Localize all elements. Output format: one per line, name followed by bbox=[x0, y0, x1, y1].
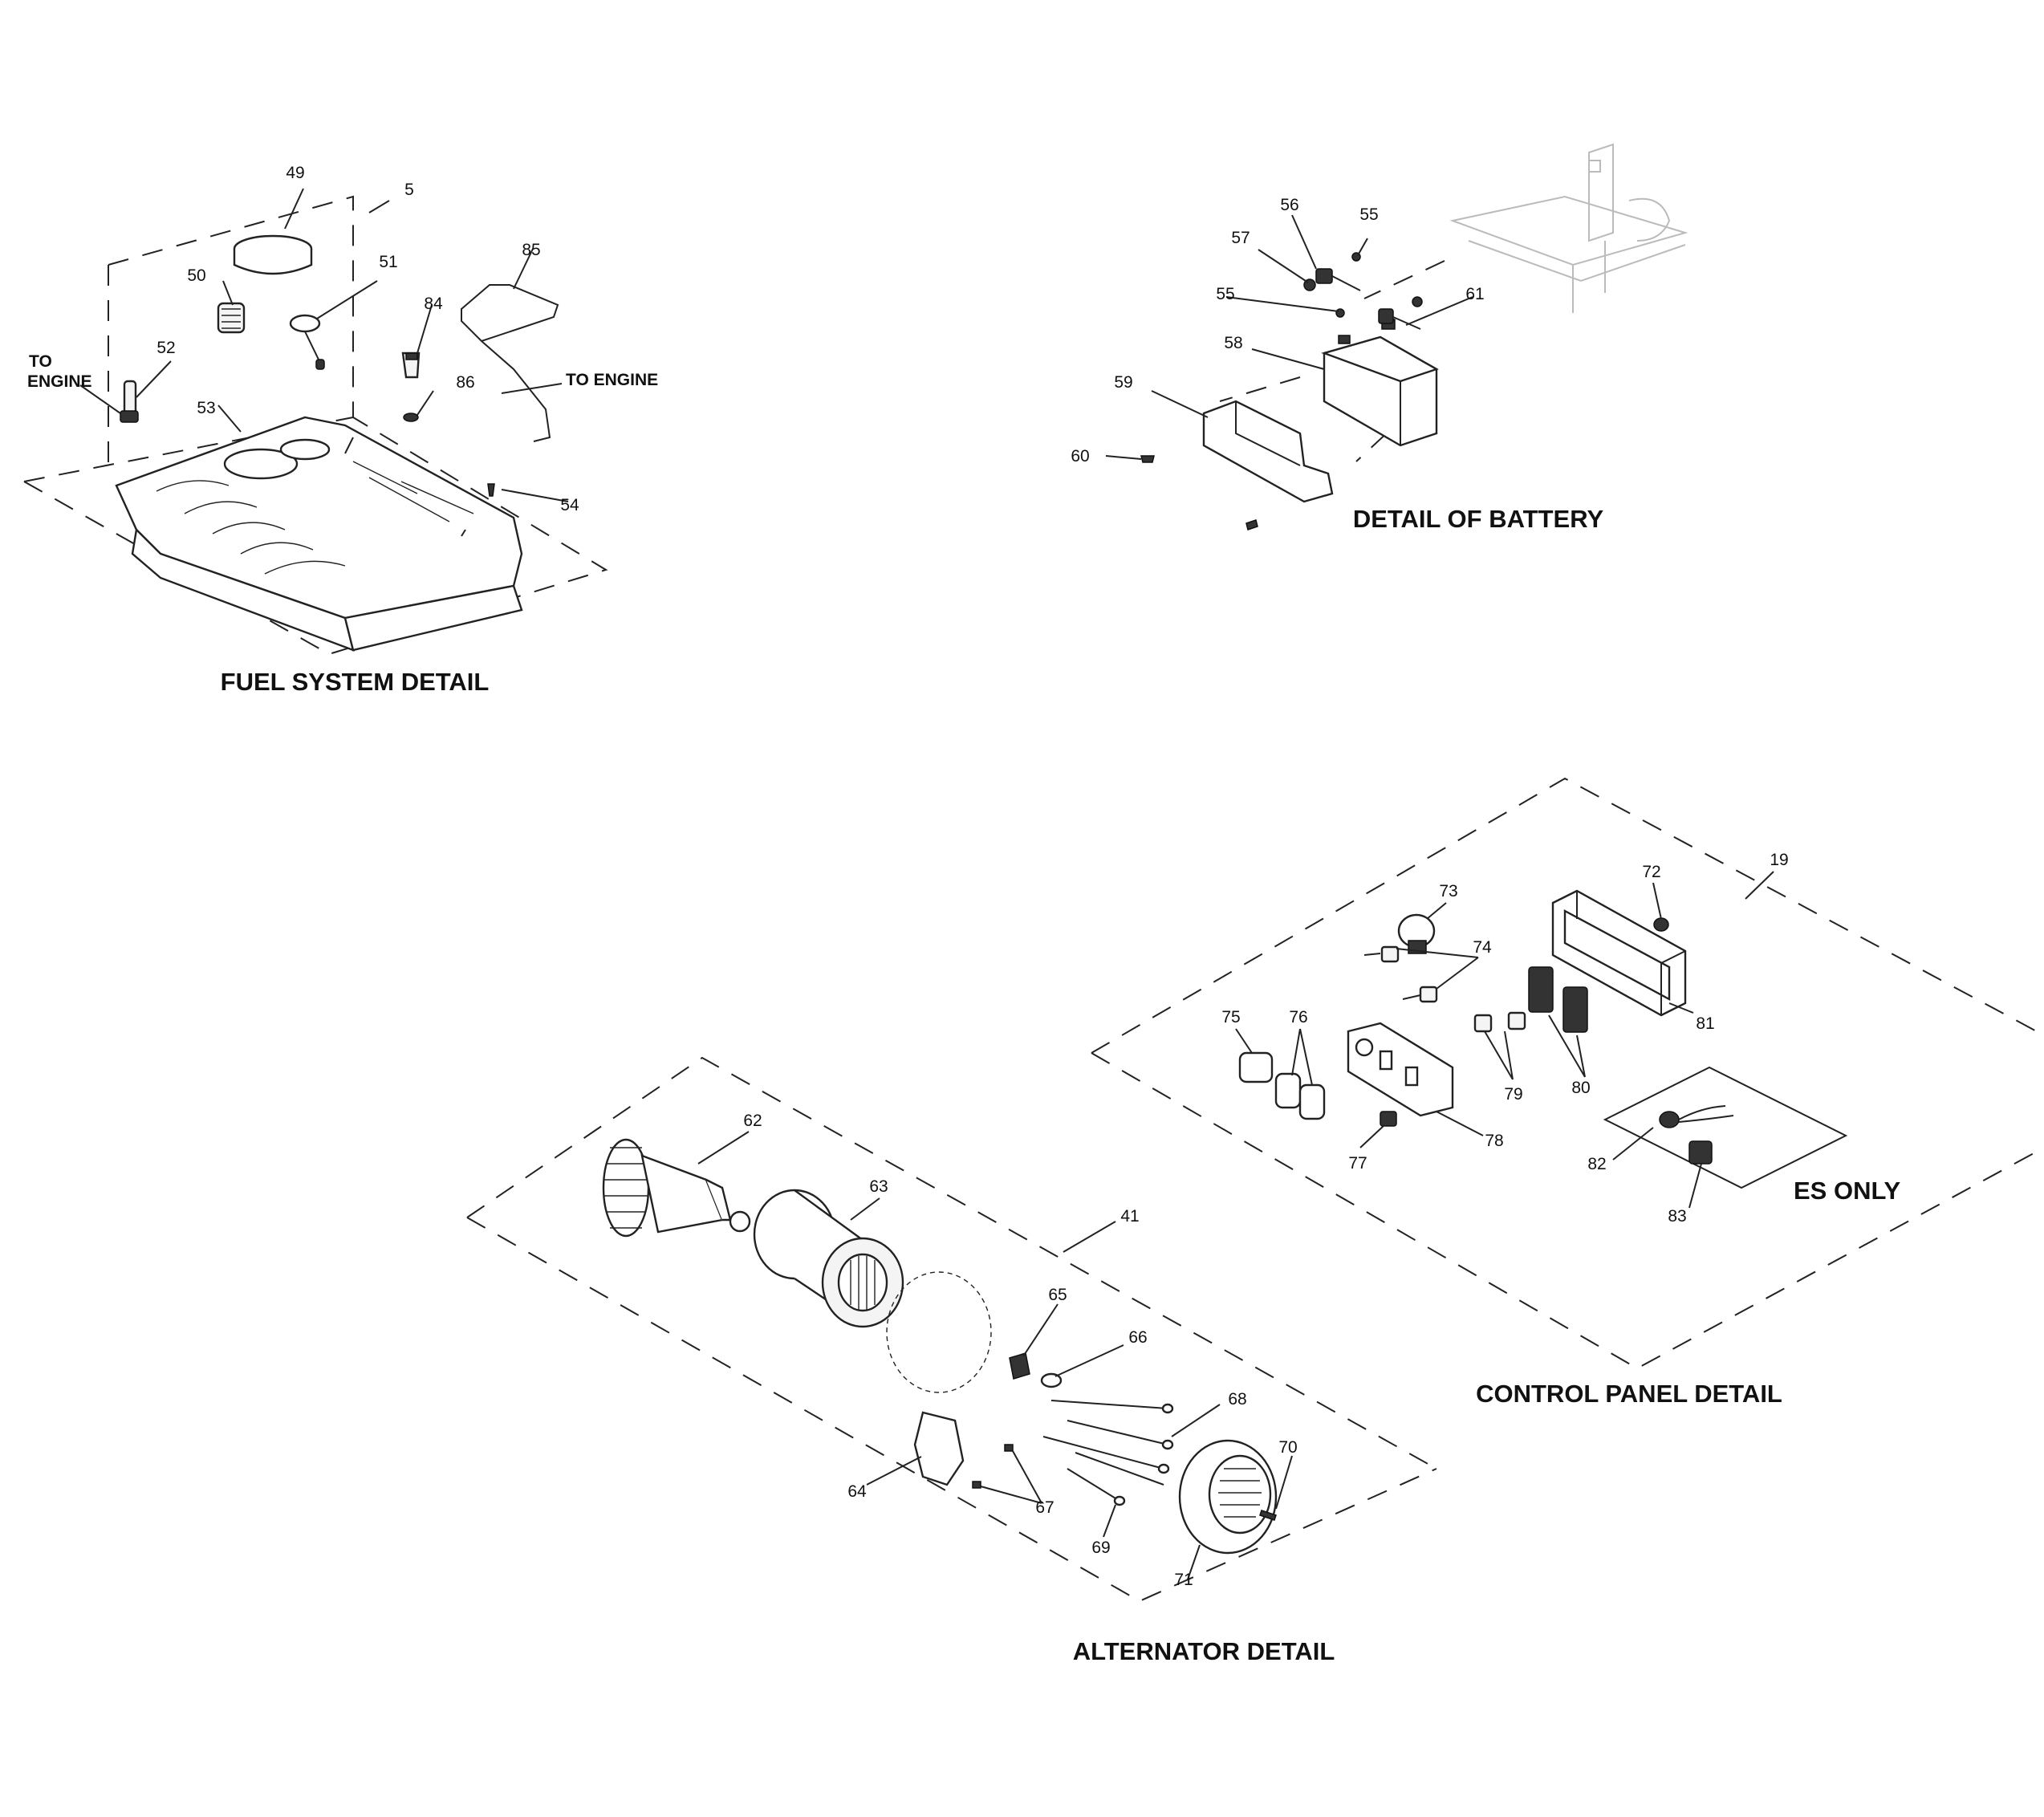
callout-69: 69 bbox=[1091, 1539, 1110, 1557]
callout-55-top: 55 bbox=[1359, 205, 1378, 224]
battery bbox=[1321, 319, 1439, 447]
callout-55-lower: 55 bbox=[1216, 285, 1234, 303]
callout-41: 41 bbox=[1120, 1207, 1139, 1226]
callout-75: 75 bbox=[1221, 1008, 1240, 1026]
callout-63: 63 bbox=[869, 1177, 888, 1196]
end-bell bbox=[886, 1271, 992, 1393]
battery-title: DETAIL OF BATTERY bbox=[1353, 505, 1604, 533]
stator bbox=[753, 1189, 904, 1328]
connector-pair-74 bbox=[1363, 945, 1438, 1003]
callout-82: 82 bbox=[1587, 1155, 1606, 1173]
callout-49: 49 bbox=[286, 164, 304, 182]
control-panel-leader-lines bbox=[1235, 871, 1774, 1209]
callout-19: 19 bbox=[1770, 851, 1788, 869]
es-only-title: ES ONLY bbox=[1794, 1177, 1901, 1205]
alternator-leader-lines bbox=[697, 1131, 1293, 1580]
callout-53: 53 bbox=[197, 399, 215, 417]
frame-context-ghost bbox=[1449, 143, 1688, 313]
tank-screw bbox=[487, 483, 495, 497]
callout-64: 64 bbox=[847, 1482, 867, 1501]
circuit-breaker bbox=[1397, 913, 1436, 954]
callout-70: 70 bbox=[1278, 1438, 1297, 1457]
fuel-strainer bbox=[217, 302, 246, 334]
end-cover-screw bbox=[1259, 1510, 1277, 1521]
fuel-valve bbox=[401, 352, 421, 379]
callout-57: 57 bbox=[1231, 229, 1250, 247]
wire-harness-82 bbox=[1659, 1105, 1734, 1128]
callout-67: 67 bbox=[1035, 1498, 1054, 1517]
note-to-engine-right: TO ENGINE bbox=[566, 371, 658, 389]
alternator-group: 62 63 41 65 66 68 70 64 67 69 71 ALTERNA… bbox=[466, 1056, 1437, 1665]
callout-83: 83 bbox=[1668, 1207, 1686, 1226]
end-cover bbox=[1178, 1439, 1278, 1555]
fuel-tank bbox=[115, 416, 523, 652]
fuel-gauge bbox=[289, 314, 325, 370]
fuel-leader-lines bbox=[79, 188, 569, 537]
control-panel-dashed-outline bbox=[1091, 777, 2044, 1370]
battery-bracket bbox=[1202, 400, 1334, 503]
note-to-engine-left-line2: ENGINE bbox=[27, 372, 92, 391]
brush-holder bbox=[1009, 1352, 1030, 1380]
battery-leader-lines bbox=[1105, 214, 1473, 460]
alternator-title: ALTERNATOR DETAIL bbox=[1073, 1637, 1335, 1665]
callout-54: 54 bbox=[560, 496, 579, 514]
callout-84: 84 bbox=[424, 295, 443, 313]
callout-50: 50 bbox=[187, 266, 205, 285]
callout-79: 79 bbox=[1504, 1085, 1522, 1104]
fuel-system-title: FUEL SYSTEM DETAIL bbox=[221, 668, 490, 696]
control-panel-plate bbox=[1347, 1022, 1454, 1117]
callout-62: 62 bbox=[743, 1112, 762, 1130]
callout-85: 85 bbox=[522, 241, 540, 259]
fuel-line bbox=[461, 284, 559, 442]
callout-73: 73 bbox=[1439, 882, 1457, 900]
callout-59: 59 bbox=[1114, 373, 1132, 392]
callout-74: 74 bbox=[1473, 938, 1492, 957]
fuel-cap bbox=[233, 234, 313, 275]
starter-switch-83 bbox=[1688, 1140, 1713, 1165]
callout-51: 51 bbox=[379, 253, 397, 271]
callout-78: 78 bbox=[1485, 1132, 1503, 1150]
callout-5: 5 bbox=[404, 181, 414, 199]
rotor bbox=[602, 1138, 751, 1238]
hex-nut bbox=[1653, 917, 1669, 932]
callout-58: 58 bbox=[1224, 334, 1242, 352]
callout-60: 60 bbox=[1071, 447, 1089, 465]
receptacles-80 bbox=[1528, 966, 1588, 1033]
bracket-screw-lower bbox=[1245, 519, 1258, 530]
alternator-dashed-outline bbox=[466, 1056, 1437, 1603]
callout-68: 68 bbox=[1228, 1390, 1246, 1408]
panel-frame bbox=[1551, 889, 1687, 1017]
battery-group: 56 55 57 55 61 58 59 60 DETAIL OF BATTER… bbox=[1071, 143, 1688, 533]
callout-77: 77 bbox=[1348, 1154, 1367, 1173]
fuel-petcock bbox=[120, 380, 139, 423]
callout-61: 61 bbox=[1465, 285, 1484, 303]
fuel-system-group: 49 5 50 51 85 84 52 86 53 54 TO ENGINE T… bbox=[23, 164, 658, 696]
fuel-grommet bbox=[403, 413, 419, 422]
callout-86: 86 bbox=[456, 373, 474, 392]
callout-76: 76 bbox=[1289, 1008, 1307, 1026]
brush-cover bbox=[913, 1411, 965, 1486]
battery-terminal-bolts bbox=[1303, 252, 1423, 330]
note-to-engine-left-line1: TO bbox=[29, 352, 52, 371]
control-panel-title: CONTROL PANEL DETAIL bbox=[1476, 1380, 1782, 1408]
through-bolts bbox=[1042, 1400, 1174, 1506]
outlets-79 bbox=[1473, 1011, 1526, 1033]
callout-66: 66 bbox=[1128, 1328, 1147, 1347]
fuel-system-dashed-outline bbox=[23, 195, 608, 656]
callout-52: 52 bbox=[156, 339, 175, 357]
callout-71: 71 bbox=[1174, 1571, 1193, 1589]
switch-77 bbox=[1380, 1111, 1397, 1127]
cover-screws bbox=[972, 1444, 1014, 1489]
bracket-screw bbox=[1140, 455, 1155, 463]
callout-81: 81 bbox=[1696, 1014, 1714, 1033]
control-panel-group: 72 19 73 74 75 76 81 79 80 77 78 82 83 E… bbox=[1091, 777, 2044, 1408]
callout-80: 80 bbox=[1571, 1079, 1590, 1097]
bearing bbox=[1040, 1372, 1063, 1388]
es-only-box bbox=[1603, 1066, 1848, 1189]
callout-56: 56 bbox=[1280, 196, 1298, 214]
callout-72: 72 bbox=[1642, 863, 1660, 881]
outlet-gaskets bbox=[1238, 1051, 1326, 1120]
callout-65: 65 bbox=[1048, 1286, 1067, 1304]
